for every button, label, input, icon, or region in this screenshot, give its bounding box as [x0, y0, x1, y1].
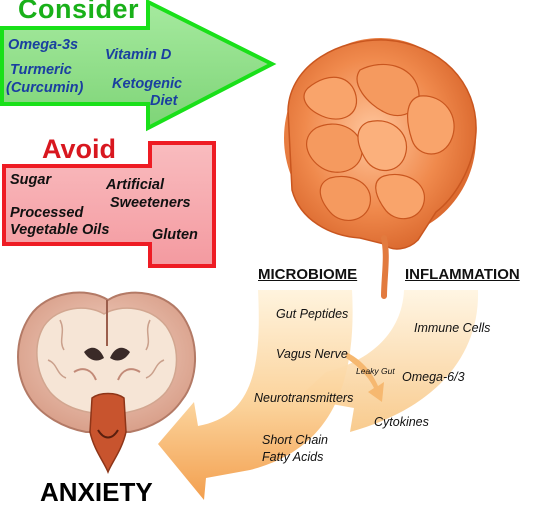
- inflammation-item-omega-6-3: Omega-6/3: [402, 370, 465, 384]
- consider-item-vitamin-d: Vitamin D: [105, 47, 172, 63]
- avoid-title: Avoid: [42, 134, 116, 164]
- consider-arrow: [0, 0, 277, 132]
- intestine-illustration: [284, 38, 477, 299]
- leaky-gut-label: Leaky Gut: [356, 366, 395, 376]
- microbiome-heading: MICROBIOME: [258, 266, 358, 283]
- inflammation-heading: INFLAMMATION: [405, 266, 520, 283]
- microbiome-item-vagus-nerve: Vagus Nerve: [276, 347, 348, 361]
- microbiome-arrow: [158, 290, 353, 500]
- consider-item-diet: Diet: [150, 93, 178, 109]
- avoid-item-artificial: Artificial: [106, 177, 165, 193]
- microbiome-item-fatty-acids: Fatty Acids: [262, 450, 324, 464]
- avoid-item-sugar: Sugar: [10, 172, 52, 188]
- avoid-item-sweeteners: Sweeteners: [110, 195, 191, 211]
- inflammation-item-cytokines: Cytokines: [374, 415, 429, 429]
- avoid-item-gluten: Gluten: [152, 227, 198, 243]
- brain-illustration: [17, 291, 196, 475]
- anxiety-label: ANXIETY: [40, 477, 153, 507]
- microbiome-item-short-chain: Short Chain: [262, 433, 329, 447]
- avoid-item-vegetable-oils: Vegetable Oils: [10, 222, 110, 238]
- consider-item-turmeric: Turmeric: [10, 62, 72, 78]
- consider-item-curcumin: (Curcumin): [6, 80, 84, 96]
- consider-item-omega3: Omega-3s: [8, 37, 79, 53]
- inflammation-arrow: [298, 290, 479, 432]
- inflammation-item-immune-cells: Immune Cells: [414, 321, 491, 335]
- microbiome-item-neurotransmitters: Neurotransmitters: [254, 391, 354, 405]
- consider-title: Consider: [18, 0, 140, 24]
- microbiome-item-gut-peptides: Gut Peptides: [276, 307, 349, 321]
- consider-item-ketogenic: Ketogenic: [112, 76, 183, 92]
- avoid-item-processed: Processed: [10, 205, 84, 221]
- avoid-arrow: [2, 141, 216, 268]
- leaky-gut-arrow: [346, 352, 384, 402]
